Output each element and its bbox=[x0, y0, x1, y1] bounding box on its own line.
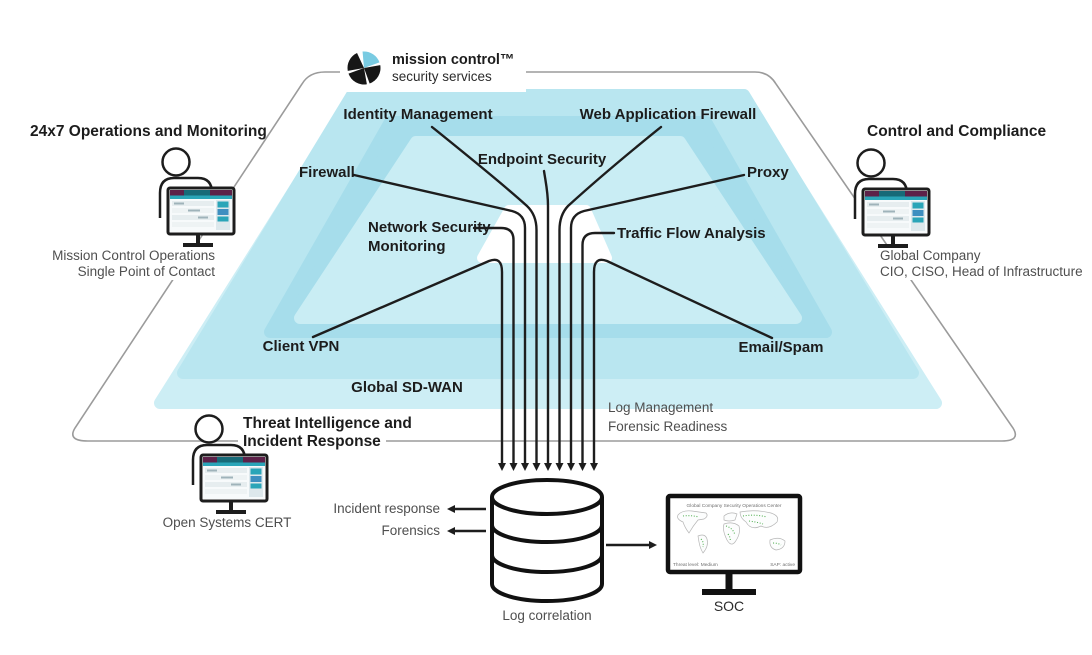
label-firewall: Firewall bbox=[299, 164, 355, 181]
title-threat-intelligence-line1: Threat Intelligence and bbox=[243, 415, 412, 432]
label-identity-management: Identity Management bbox=[343, 106, 492, 123]
label-client-vpn: Client VPN bbox=[263, 338, 340, 355]
label-incident-response: Incident response bbox=[333, 501, 440, 516]
caption-single-point-of-contact: Single Point of Contact bbox=[78, 264, 216, 279]
label-email-spam: Email/Spam bbox=[738, 339, 823, 356]
label-network-security-monitoring-line1: Network Security bbox=[368, 219, 491, 236]
caption-open-systems-cert: Open Systems CERT bbox=[163, 515, 292, 530]
connector-web-application-firewall bbox=[555, 125, 663, 471]
connector-firewall bbox=[352, 173, 529, 471]
title-threat-intelligence-line2: Incident Response bbox=[243, 433, 381, 450]
connector-endpoint-security bbox=[542, 169, 552, 471]
caption-cio-ciso: CIO, CISO, Head of Infrastructure bbox=[880, 264, 1083, 279]
soc-threat-level: Threat level: Medium bbox=[673, 562, 718, 568]
soc-monitor: Global Company Security Operations Cente… bbox=[665, 493, 803, 595]
connector-network-security-monitoring bbox=[472, 226, 518, 471]
left-caption-backdrop bbox=[62, 246, 218, 280]
outer-boundary-line bbox=[72, 71, 1017, 442]
label-forensic-readiness: Forensic Readiness bbox=[608, 419, 728, 434]
label-forensics: Forensics bbox=[381, 523, 440, 538]
label-log-management: Log Management bbox=[608, 400, 713, 415]
soc-screen-title: Global Company Security Operations Cente… bbox=[687, 503, 782, 509]
connector-client-vpn bbox=[311, 258, 506, 471]
persona-24x7-operations bbox=[158, 146, 236, 247]
title-24x7-operations: 24x7 Operations and Monitoring bbox=[30, 123, 267, 140]
logo-title: mission control™ bbox=[392, 52, 514, 68]
label-global-sdwan: Global SD-WAN bbox=[351, 379, 463, 396]
database-icon bbox=[490, 478, 604, 603]
world-map bbox=[677, 510, 786, 554]
logo-subtitle: security services bbox=[392, 69, 492, 84]
persona-control-compliance bbox=[853, 147, 931, 248]
title-control-and-compliance: Control and Compliance bbox=[867, 123, 1047, 140]
label-traffic-flow-analysis: Traffic Flow Analysis bbox=[617, 225, 766, 242]
connector-proxy bbox=[567, 173, 746, 471]
label-proxy: Proxy bbox=[747, 164, 789, 181]
label-soc: SOC bbox=[714, 598, 744, 614]
mission-control-logo-icon bbox=[347, 51, 381, 85]
soc-sap-status: SAP: active bbox=[770, 562, 795, 568]
threat-caption-backdrop bbox=[238, 432, 386, 448]
label-web-application-firewall: Web Application Firewall bbox=[580, 106, 757, 123]
right-caption-backdrop bbox=[876, 246, 1080, 280]
label-network-security-monitoring-line2: Monitoring bbox=[368, 238, 445, 255]
caption-mission-control-operations: Mission Control Operations bbox=[52, 248, 215, 263]
caption-global-company: Global Company bbox=[880, 248, 981, 263]
connector-traffic-flow-analysis bbox=[578, 231, 616, 471]
label-endpoint-security: Endpoint Security bbox=[478, 151, 607, 168]
connector-email-spam bbox=[590, 258, 774, 471]
connector-identity-management bbox=[430, 125, 541, 471]
label-log-correlation: Log correlation bbox=[502, 608, 591, 623]
